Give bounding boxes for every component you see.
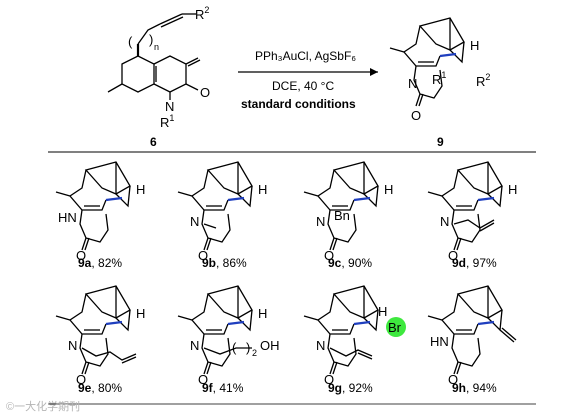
- compound-9c-bn: Bn: [334, 208, 350, 223]
- compound-9a-o: O: [76, 248, 86, 263]
- compound-9c: H N Bn O: [302, 160, 393, 263]
- reactant-6: R2 ( ) n N R1 O 6: [107, 5, 210, 149]
- compound-9g-n: N: [316, 338, 325, 353]
- product-r1-label: R1: [432, 70, 446, 87]
- compound-9f-label: 9f, 41%: [202, 381, 244, 395]
- product-r2-label: R2: [476, 72, 490, 89]
- product-h-atom: H: [470, 38, 479, 53]
- compound-9f: H N ( ) 2 OH O: [176, 284, 280, 387]
- compound-9h-label: 9h, 94%: [452, 381, 497, 395]
- compound-9b-h: H: [258, 182, 267, 197]
- compound-9d-n: N: [440, 214, 449, 229]
- compound-9g-br: Br: [388, 320, 402, 335]
- compound-9g-o: O: [324, 372, 334, 387]
- product-o-atom: O: [411, 108, 421, 123]
- compound-9e-label: 9e, 80%: [78, 381, 122, 395]
- reactant-chain-index: n: [154, 42, 159, 52]
- reactant-r2-label: R2: [195, 5, 209, 22]
- compound-9b-n: N: [190, 214, 199, 229]
- compound-9b-o: O: [198, 248, 208, 263]
- compound-9d: H N O: [426, 160, 517, 263]
- product-number: 9: [437, 135, 444, 149]
- compound-9f-h: H: [258, 306, 267, 321]
- compound-9f-paren-open: (: [232, 340, 237, 355]
- compound-9c-n: N: [316, 214, 325, 229]
- compound-9e: H N O: [54, 284, 145, 387]
- conditions-reagents: PPh₃AuCl, AgSbF₆: [255, 49, 356, 63]
- reactant-r1-label: R1: [160, 113, 174, 130]
- compound-9e-n: N: [68, 338, 77, 353]
- product-9: H R2 R1 N O 9: [388, 16, 490, 149]
- compound-9d-h: H: [508, 182, 517, 197]
- compound-9g-label: 9g, 92%: [328, 381, 373, 395]
- compound-9g: H Br N O: [302, 284, 406, 387]
- conditions-solvent-temp: DCE, 40 °C: [272, 79, 334, 93]
- compound-9a-n: HN: [58, 210, 77, 225]
- compound-9e-o: O: [76, 372, 86, 387]
- compound-9c-o: O: [324, 248, 334, 263]
- compound-9f-o: O: [198, 372, 208, 387]
- compound-9f-paren-close: ): [246, 340, 250, 355]
- compound-9h: HN O: [426, 284, 517, 387]
- compound-9b-label: 9b, 86%: [202, 256, 247, 270]
- reactant-number: 6: [150, 135, 157, 149]
- compound-9f-chain: 2: [252, 348, 257, 358]
- compound-9c-h: H: [384, 182, 393, 197]
- compound-9f-oh: OH: [260, 338, 280, 353]
- product-n-atom: N: [408, 76, 417, 91]
- compound-9a: H HN O: [54, 160, 145, 263]
- reactant-chain-bracket-close: ): [149, 32, 153, 47]
- watermark: ©一大化学期刊: [6, 399, 80, 413]
- compound-9h-o: O: [448, 372, 458, 387]
- compound-9a-label: 9a, 82%: [78, 256, 122, 270]
- compound-9f-n: N: [190, 338, 199, 353]
- compound-9h-n: HN: [430, 334, 449, 349]
- compound-9a-h: H: [136, 182, 145, 197]
- compound-9d-label: 9d, 97%: [452, 256, 497, 270]
- bromine-highlight: [386, 317, 406, 337]
- reactant-chain-bracket: (: [128, 34, 133, 49]
- compound-9c-label: 9c, 90%: [328, 256, 372, 270]
- compound-9g-h: H: [378, 304, 387, 319]
- reactant-carbonyl-o: O: [200, 85, 210, 100]
- compound-9d-o: O: [448, 248, 458, 263]
- reactant-n-atom: N: [165, 99, 174, 114]
- reaction-arrow: [238, 68, 378, 76]
- compound-9b: H N O: [176, 160, 267, 263]
- conditions-name: standard conditions: [241, 97, 356, 111]
- compound-9e-h: H: [136, 306, 145, 321]
